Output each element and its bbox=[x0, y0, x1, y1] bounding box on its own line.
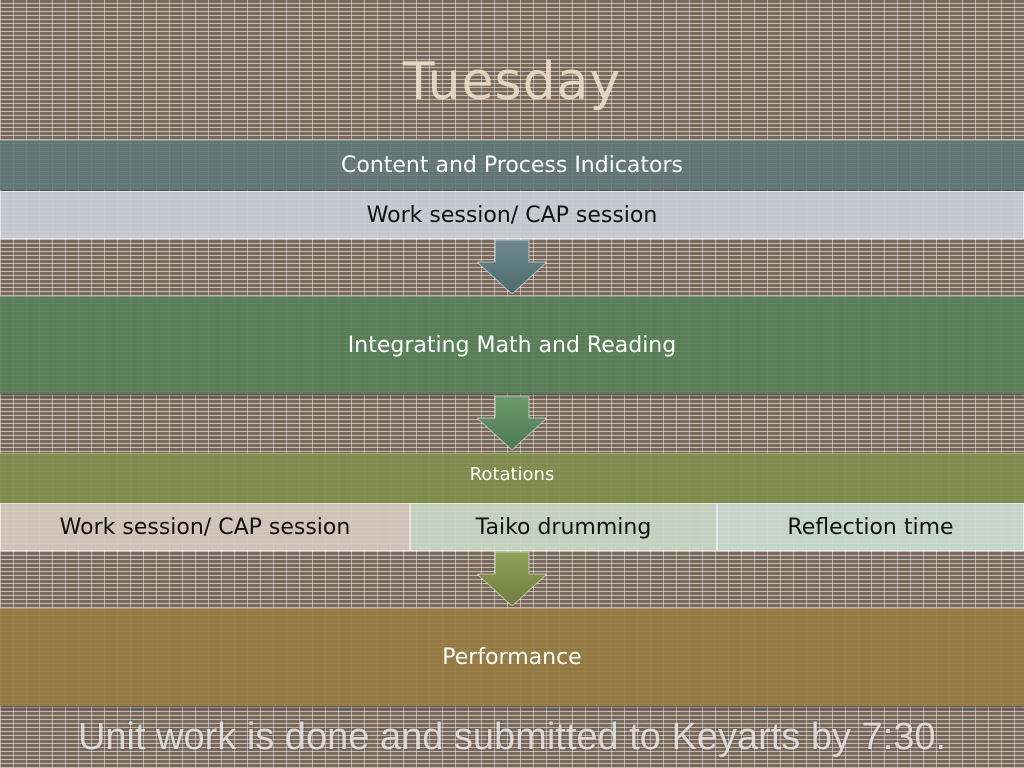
slide-title: Tuesday bbox=[402, 52, 622, 112]
footer-note: Unit work is done and submitted to Keyar… bbox=[77, 716, 947, 758]
performance-label: Performance bbox=[442, 645, 582, 670]
work-session-label-top: Work session/ CAP session bbox=[366, 202, 658, 228]
rotation-taiko-box: Taiko drumming bbox=[410, 503, 717, 551]
rotation-reflection-label: Reflection time bbox=[787, 514, 954, 540]
down-arrow-icon-2 bbox=[477, 396, 547, 450]
rotation-reflection-box: Reflection time bbox=[717, 503, 1024, 551]
rotations-label: Rotations bbox=[469, 464, 555, 485]
down-arrow-icon-1 bbox=[477, 240, 547, 294]
rotation-taiko-label: Taiko drumming bbox=[475, 514, 652, 540]
rotations-bar: Rotations bbox=[0, 453, 1024, 503]
rotation-work-session-box: Work session/ CAP session bbox=[0, 503, 410, 551]
work-session-box-top: Work session/ CAP session bbox=[0, 191, 1024, 239]
content-indicators-bar: Content and Process Indicators bbox=[0, 140, 1024, 190]
down-arrow-icon-3 bbox=[477, 552, 547, 606]
rotation-work-session-label: Work session/ CAP session bbox=[59, 514, 351, 540]
integrating-math-reading-label: Integrating Math and Reading bbox=[347, 333, 677, 358]
integrating-math-reading-bar: Integrating Math and Reading bbox=[0, 296, 1024, 394]
content-indicators-label: Content and Process Indicators bbox=[341, 153, 683, 178]
performance-bar: Performance bbox=[0, 608, 1024, 706]
